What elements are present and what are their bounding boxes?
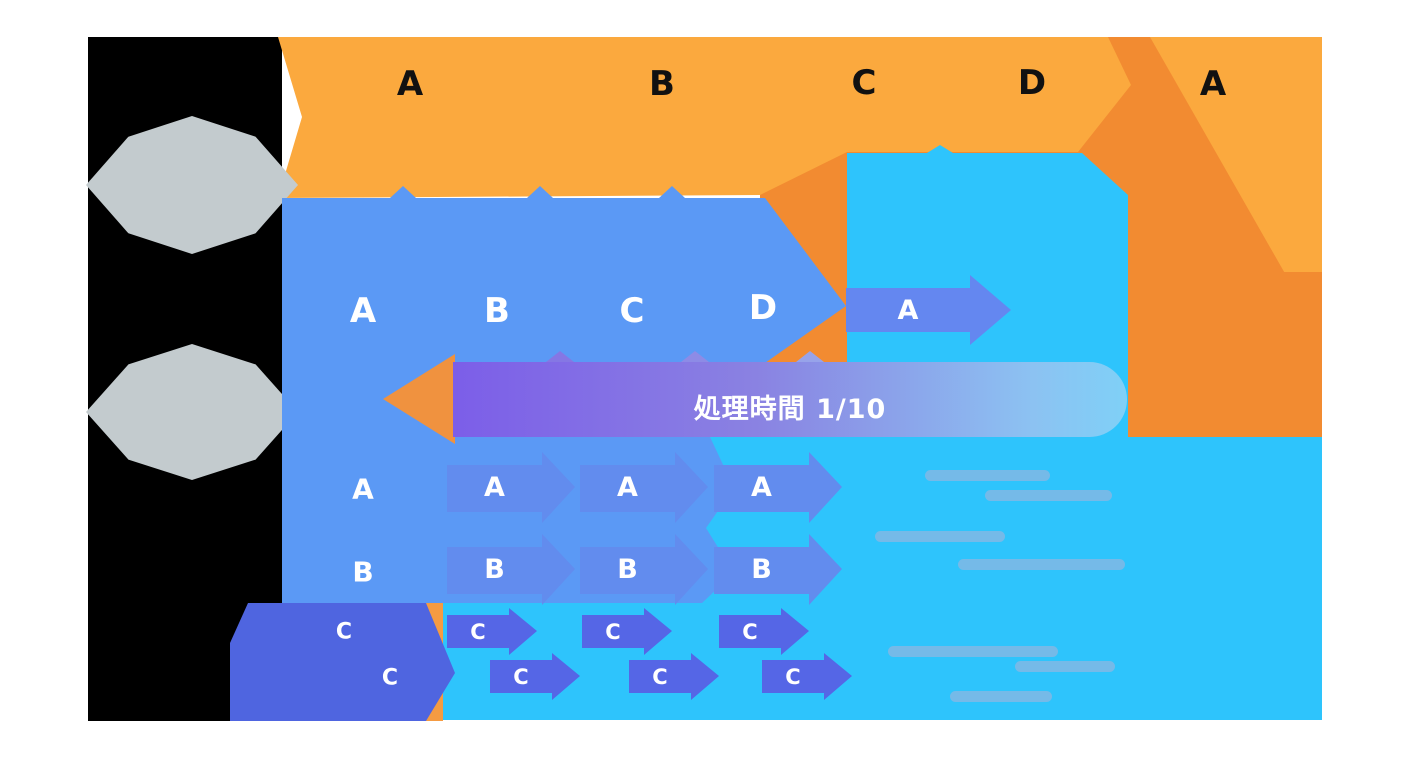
stage-label: C [851, 63, 877, 103]
arrow-label: B [484, 554, 505, 585]
arrow-label: C [605, 619, 621, 644]
first-cycle-c-block [230, 603, 455, 721]
stage-label: D [748, 288, 778, 328]
speed-streak [925, 470, 1050, 481]
arrow-label: A [617, 472, 638, 503]
stage-label: A [1199, 64, 1227, 104]
arrow-label: A [751, 472, 772, 503]
arrow-label: B [751, 554, 772, 585]
arrow-label: A [484, 472, 505, 503]
speed-streak [875, 531, 1005, 542]
banner-chevron-bump [796, 351, 824, 362]
banner-chevron-bump [681, 351, 709, 362]
stage-label: D [1017, 63, 1047, 103]
speed-streak [985, 490, 1112, 501]
stage-label: C [335, 619, 353, 645]
arrow-label: C [470, 619, 486, 644]
speed-streak [888, 646, 1058, 657]
stage-label: B [484, 291, 510, 331]
arrow-label: C [742, 619, 758, 644]
banner-chevron-bump [546, 351, 574, 362]
speed-streak [1015, 661, 1115, 672]
speed-streak [950, 691, 1052, 702]
stage-label: A [352, 472, 374, 506]
arrow-label: A [897, 294, 919, 326]
stage-label: A [396, 64, 424, 104]
stage-label: A [349, 291, 377, 331]
stage-label: B [649, 64, 675, 104]
arrow-label: C [652, 664, 668, 689]
arrow-label: B [617, 554, 638, 585]
speedup-banner-label: 処理時間 1/10 [693, 394, 887, 425]
stage-label: C [619, 291, 645, 331]
stage-label: C [381, 665, 399, 691]
arrow-label: C [785, 664, 801, 689]
speedup-banner: 処理時間 1/10 [453, 362, 1127, 437]
arrow-label: C [513, 664, 529, 689]
stage-label: B [352, 555, 374, 589]
speed-streak [958, 559, 1125, 570]
